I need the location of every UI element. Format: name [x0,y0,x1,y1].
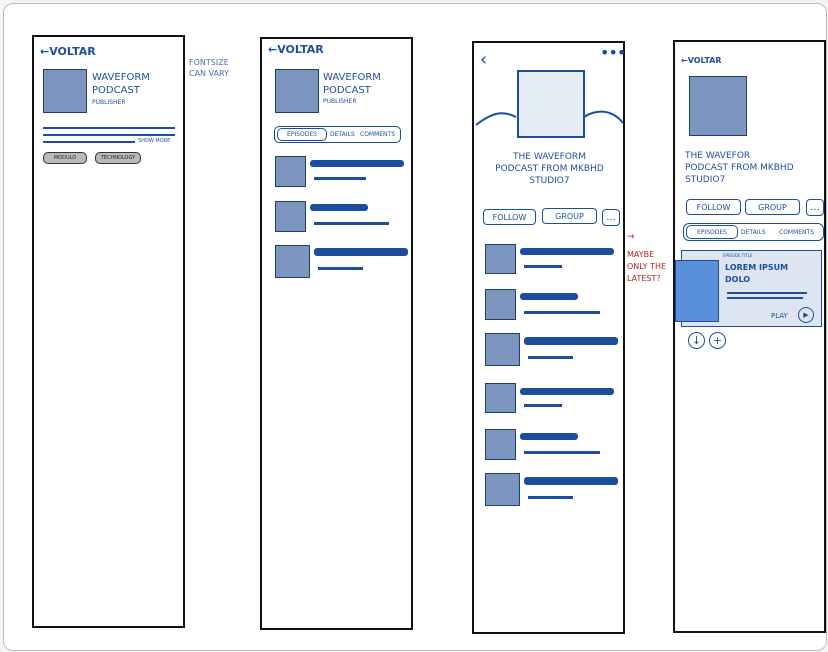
tab-episodes[interactable]: Episodes [686,225,738,239]
group-button[interactable]: Group [542,208,597,224]
follow-button[interactable]: Follow [483,209,536,225]
episode-title-bar [520,293,578,300]
add-button[interactable]: + [709,332,726,349]
category-tag-2[interactable]: Technology [95,152,141,164]
episode-thumb [485,429,516,460]
sketch-sheet: ←Voltar Waveform Podcast Publisher Show … [3,3,827,651]
episode-title-bar [310,204,368,211]
podcast-cover [275,69,319,113]
arrow-left-icon: ← [40,45,50,58]
podcast-title: The Wavefor Podcast from MKBHD Studio7 [685,151,794,185]
group-button[interactable]: Group [745,199,800,215]
description-line-3 [43,141,135,143]
podcast-title: Waveform Podcast [92,72,150,96]
tab-episodes[interactable]: Episodes [277,128,327,141]
back-button[interactable]: ←Voltar [40,45,96,58]
episode-meta-line [524,311,600,314]
description-line-2 [43,134,175,136]
back-label: Voltar [277,43,324,56]
wireframe-1: ←Voltar Waveform Podcast Publisher Show … [32,35,185,628]
tab-bar [683,223,824,241]
tab-comments[interactable]: Comments [779,229,815,236]
description-line-1 [43,127,175,129]
podcast-title: Waveform Podcast [323,72,381,96]
episode-progress-line-2 [727,297,803,299]
episode-meta-line [314,222,389,225]
back-button[interactable]: ←Voltar [681,56,722,65]
episode-thumb [485,244,516,274]
podcast-cover [43,69,87,113]
episode-thumb [485,289,516,320]
episode-meta-line [524,451,600,454]
header-wave [475,110,624,126]
episode-card-image [675,260,719,322]
tab-details[interactable]: Details [330,131,355,138]
episode-title-bar [520,248,614,255]
more-button[interactable]: ... [602,209,620,226]
episode-small-label: Episode title [723,253,753,258]
play-icon: ▶ [803,310,809,319]
episode-title-bar [520,433,578,440]
podcast-publisher: Publisher [92,99,126,106]
more-dots-icon[interactable]: ••• [600,43,626,62]
episode-meta-line [528,356,573,359]
episode-thumb [275,156,306,187]
font-size-annotation: Fontsize can vary [189,58,229,78]
episode-title-bar [524,337,618,345]
back-label: Voltar [49,45,96,58]
podcast-publisher: Publisher [323,98,357,105]
follow-button[interactable]: Follow [686,199,741,215]
arrow-left-icon: ← [268,43,278,56]
podcast-cover [689,76,747,136]
tab-bar [274,126,401,143]
episode-thumb [485,383,516,413]
podcast-cover [517,70,585,138]
wireframe-4: ←Voltar The Wavefor Podcast from MKBHD S… [673,40,826,633]
show-more-link[interactable]: Show more [138,138,171,144]
back-label: Voltar [687,56,722,65]
back-button[interactable]: ←Voltar [268,43,324,56]
tab-comments[interactable]: Comments [360,131,396,138]
chevron-left-icon[interactable]: ‹ [480,49,488,70]
wireframe-3: ‹ ••• The Waveform Podcast from MKBHD St… [472,41,626,634]
podcast-title: The Waveform Podcast from MKBHD Studio7 [495,152,604,186]
download-button[interactable]: ↓ [688,332,705,349]
download-icon: ↓ [691,334,702,347]
tab-details[interactable]: Details [741,229,766,236]
category-tag-1[interactable]: Modulo [43,152,87,164]
episode-card-title: Lorem ipsum dolo [725,263,789,284]
latest-annotation: Maybe only the latest? [627,250,667,283]
episode-progress-line [727,292,807,294]
episode-thumb [485,333,520,366]
play-label: Play [771,312,788,320]
episode-thumb [275,201,306,232]
episode-meta-line [314,177,366,180]
episode-meta-line [318,267,363,270]
episode-meta-line [524,265,562,268]
arrow-left-icon: ← [681,56,688,65]
episode-thumb [275,245,310,278]
episode-thumb [485,473,520,506]
play-button[interactable]: ▶ [798,307,814,323]
arrow-right-icon: → [627,232,635,242]
wireframe-2: ←Voltar Waveform Podcast Publisher Episo… [260,37,413,630]
episode-title-bar [314,248,408,256]
plus-icon: + [712,334,723,347]
episode-title-bar [524,477,618,485]
episode-meta-line [524,404,562,407]
episode-title-bar [310,160,404,167]
episode-title-bar [520,388,614,395]
more-button[interactable]: ... [806,199,824,216]
episode-meta-line [528,496,573,499]
